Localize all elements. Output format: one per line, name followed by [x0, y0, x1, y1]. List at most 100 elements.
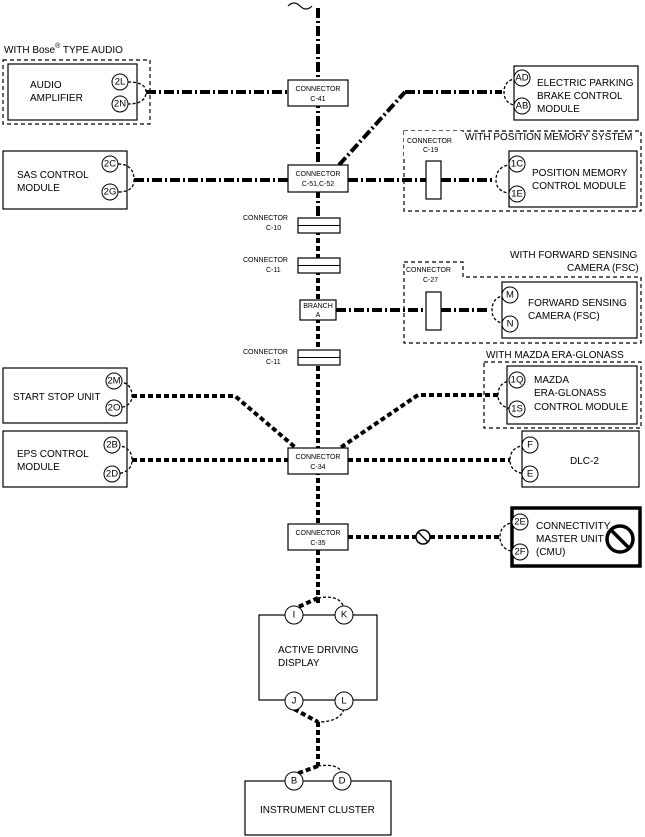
- add-label-2: DISPLAY: [278, 658, 320, 669]
- pin-2b: [103, 436, 121, 454]
- sas-label-1: SAS CONTROL: [17, 170, 89, 181]
- epb-label-1: ELECTRIC PARKING: [537, 78, 634, 89]
- cmu-label-2: MASTER UNIT: [536, 534, 604, 545]
- break-mark: [287, 2, 313, 10]
- start-stop-label: START STOP UNIT: [13, 392, 100, 403]
- pin-j-label: J: [292, 696, 297, 707]
- pin-b: [284, 771, 304, 791]
- pin-n-label: N: [507, 319, 514, 330]
- pin-2o-label: 2O: [108, 403, 121, 414]
- connector-c11a-label-2: C-11: [266, 267, 281, 274]
- header-fsc-2: CAMERA (FSC): [567, 263, 639, 274]
- pin-ab-label: AB: [516, 101, 529, 112]
- era-label-1: MAZDA: [534, 375, 569, 386]
- pin-ad: [513, 69, 531, 87]
- pin-2o: [105, 399, 123, 417]
- epb-module-box: [513, 65, 639, 121]
- era-label-2: ERA-GLONASS: [534, 388, 607, 399]
- branch-a-label-2: A: [316, 312, 321, 319]
- pin-2f-label: 2F: [514, 547, 525, 558]
- connector-c51-c52: [287, 164, 349, 193]
- eps-label-1: EPS CONTROL: [17, 449, 89, 460]
- dlc2-label: DLC-2: [570, 456, 599, 467]
- connector-c19: [425, 160, 442, 200]
- connector-c35-label-1: CONNECTOR: [296, 530, 341, 537]
- pin-2l-label: 2L: [115, 77, 126, 88]
- pin-1c: [508, 155, 526, 173]
- pin-d: [332, 771, 352, 791]
- pin-1s-label: 1S: [511, 404, 523, 415]
- active-driving-display-box: [258, 614, 378, 701]
- cmu-label-3: (CMU): [536, 547, 565, 558]
- header-bose: WITH Bose® TYPE AUDIO: [4, 42, 123, 56]
- connector-c41-label-1: CONNECTOR: [296, 86, 341, 93]
- connector-c51-label-2: C-51,C-52: [302, 181, 334, 188]
- pin-2e: [511, 513, 529, 531]
- position-memory-module-box: [508, 150, 638, 208]
- pin-1q-label: 1Q: [511, 375, 524, 386]
- cmu-label-1: CONNECTIVITY: [536, 521, 611, 532]
- position-memory-option-frame: [403, 130, 642, 212]
- pin-i: [284, 605, 304, 625]
- pin-n: [501, 315, 519, 333]
- header-era-glonass: WITH MAZDA ERA-GLONASS: [486, 350, 624, 361]
- pin-e: [521, 465, 539, 483]
- pin-b-label: B: [291, 776, 297, 787]
- pin-2e-label: 2E: [514, 517, 526, 528]
- add-label-1: ACTIVE DRIVING: [278, 645, 359, 656]
- connector-c27-label-2: C-27: [423, 277, 438, 284]
- header-position-memory: WITH POSITION MEMORY SYSTEM: [465, 132, 632, 143]
- connector-c41: [287, 79, 349, 107]
- era-bus: [338, 393, 498, 450]
- audio-amplifier-label-1: AUDIO: [30, 80, 62, 91]
- instrument-cluster-label: INSTRUMENT CLUSTER: [260, 805, 375, 816]
- pin-1s: [508, 400, 526, 418]
- fsc-label-2: CAMERA (FSC): [528, 311, 600, 322]
- connector-c10-label-1: CONNECTOR: [243, 215, 288, 222]
- connector-c10-label-2: C-10: [266, 225, 281, 232]
- connector-c51-label-1: CONNECTOR: [296, 171, 341, 178]
- connector-c34-label-1: CONNECTOR: [296, 454, 341, 461]
- pin-i-label: I: [293, 610, 296, 621]
- connector-c34-label-2: C-34: [310, 464, 325, 471]
- connector-c11a-label-1: CONNECTOR: [243, 257, 288, 264]
- instrument-cluster-box: [244, 780, 392, 836]
- pin-1c-label: 1C: [511, 159, 523, 170]
- audio-amplifier-label-2: AMPLIFIER: [30, 93, 83, 104]
- pin-k: [334, 605, 354, 625]
- position-memory-label-2: CONTROL MODULE: [532, 181, 626, 192]
- pin-2n: [111, 95, 129, 113]
- pin-1e: [508, 185, 526, 203]
- no-symbol-icon: [605, 524, 635, 554]
- sas-label-2: MODULE: [17, 183, 60, 194]
- pin-d-label: D: [339, 776, 346, 787]
- pin-j: [284, 691, 304, 711]
- fsc-option-frame: [403, 261, 642, 344]
- pin-2d-label: 2D: [106, 469, 118, 480]
- pin-e-label: E: [527, 469, 533, 480]
- pin-2m: [105, 372, 123, 390]
- pin-ad-label: AD: [515, 73, 528, 84]
- pin-m: [501, 286, 519, 304]
- position-memory-label-1: POSITION MEMORY: [532, 168, 628, 179]
- eps-label-2: MODULE: [17, 462, 60, 473]
- fsc-label-1: FORWARD SENSING: [528, 298, 627, 309]
- pin-2f: [511, 543, 529, 561]
- pin-2l: [111, 73, 129, 91]
- pin-l-label: L: [341, 696, 346, 707]
- pin-f-label: F: [527, 440, 533, 451]
- connector-c41-label-2: C-41: [310, 96, 325, 103]
- pin-2c-label: 2C: [104, 159, 116, 170]
- era-label-3: CONTROL MODULE: [534, 402, 628, 413]
- connector-c35: [287, 523, 349, 551]
- epb-label-3: MODULE: [537, 104, 580, 115]
- epb-label-2: BRAKE CONTROL: [537, 91, 623, 102]
- header-fsc-1: WITH FORWARD SENSING: [510, 250, 637, 261]
- connector-c27-label-1: CONNECTOR: [406, 267, 451, 274]
- pin-2g: [101, 183, 119, 201]
- connector-c27: [425, 291, 442, 331]
- pin-2n-label: 2N: [114, 99, 126, 110]
- pin-m-label: M: [506, 290, 514, 301]
- connector-c11b-label-1: CONNECTOR: [243, 349, 288, 356]
